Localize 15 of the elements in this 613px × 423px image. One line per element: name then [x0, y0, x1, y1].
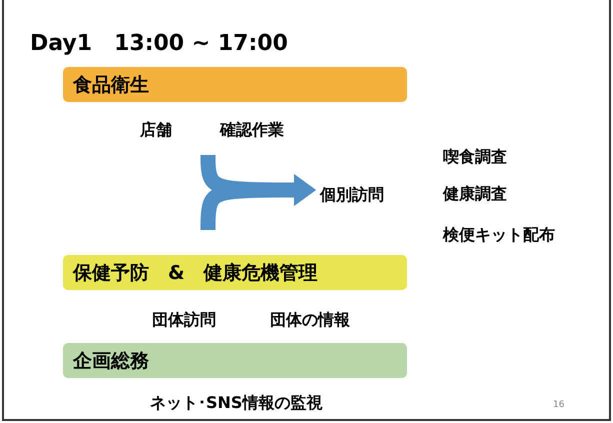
item-label: ネット･SNS情報の監視 — [150, 393, 322, 414]
heading-band: 企画総務 — [63, 343, 407, 378]
item-label: 団体の情報 — [270, 310, 350, 331]
title: Day1 13:00 ~ 17:00 — [30, 30, 288, 58]
page-number: 16 — [553, 400, 564, 410]
item-label: 確認作業 — [220, 120, 284, 141]
item-label: 団体訪問 — [152, 310, 216, 331]
merge-arrow — [200, 174, 316, 233]
item-label: 店舗 — [140, 120, 172, 141]
step-text: 個別訪問 — [320, 182, 415, 208]
item-label: 健康調査 — [443, 184, 507, 205]
item-label: 検便キット配布 — [443, 225, 555, 246]
heading-band: 保健予防 & 健康危機管理 — [63, 255, 407, 290]
item-label: 喫食調査 — [443, 147, 507, 168]
heading-band: 食品衛生 — [63, 67, 407, 102]
